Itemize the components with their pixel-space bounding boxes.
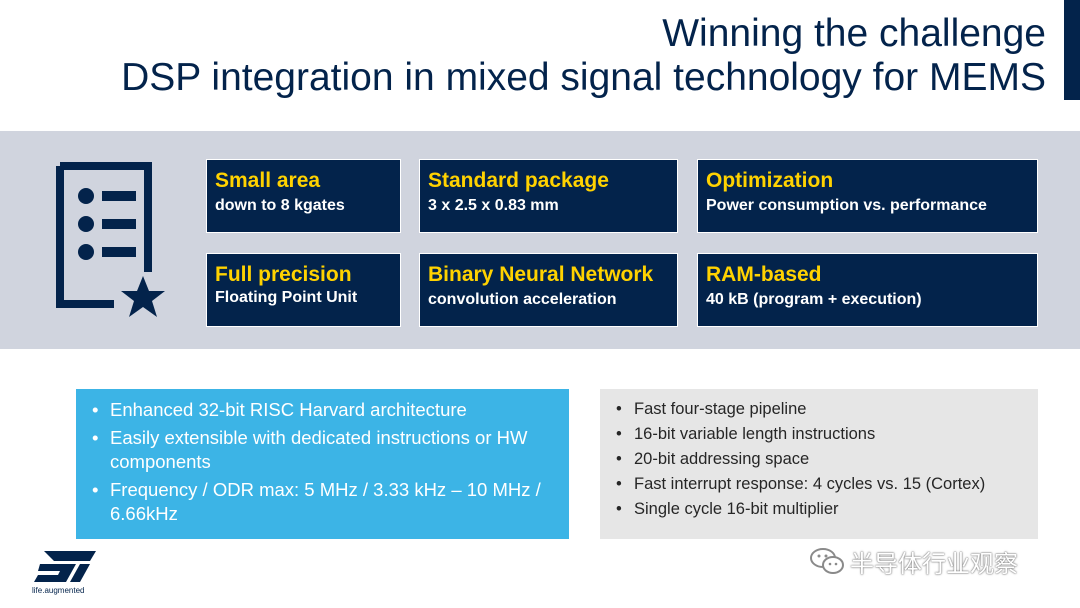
list-item: Fast four-stage pipeline [610,397,1028,422]
card-title: Small area [215,169,321,192]
card-title: Full precision [215,263,352,286]
architecture-list: Enhanced 32-bit RISC Harvard architectur… [86,398,559,526]
st-logo-text: ST [30,548,32,549]
card-subtitle: Floating Point Unit [215,289,358,306]
feature-card-full-precision: Full precision Floating Point Unit [206,253,401,327]
pipeline-list: Fast four-stage pipeline 16-bit variable… [610,397,1028,522]
watermark: 半导体行业观察 [810,543,1018,579]
document-checklist-star-icon [56,162,165,317]
slide-title: Winning the challenge DSP integration in… [121,12,1046,100]
list-item: Enhanced 32-bit RISC Harvard architectur… [86,398,559,422]
list-item: 16-bit variable length instructions [610,422,1028,447]
list-item: Frequency / ODR max: 5 MHz / 3.33 kHz – … [86,478,559,526]
feature-card-ram-based: RAM-based 40 kB (program + execution) [697,253,1038,327]
slide-title-line-1: Winning the challenge [662,12,1046,55]
feature-card-optimization: Optimization Power consumption vs. perfo… [697,159,1038,233]
title-accent-bar [1064,0,1080,100]
list-item: Single cycle 16-bit multiplier [610,497,1028,522]
list-item: Easily extensible with dedicated instruc… [86,426,559,474]
card-subtitle: 3 x 2.5 x 0.83 mm [428,197,559,214]
list-item: Fast interrupt response: 4 cycles vs. 15… [610,472,1028,497]
feature-card-standard-package: Standard package 3 x 2.5 x 0.83 mm [419,159,678,233]
card-subtitle: convolution acceleration [428,291,617,308]
pipeline-box: Fast four-stage pipeline 16-bit variable… [600,389,1038,539]
card-title: Optimization [706,169,834,192]
watermark-text: 半导体行业观察 [850,550,1018,578]
slide-title-line-2: DSP integration in mixed signal technolo… [121,56,1046,99]
feature-card-small-area: Small area down to 8 kgates [206,159,401,233]
card-title: Standard package [428,169,609,192]
card-subtitle: 40 kB (program + execution) [706,291,922,308]
architecture-box: Enhanced 32-bit RISC Harvard architectur… [76,389,569,539]
card-title: RAM-based [706,263,822,286]
list-item: 20-bit addressing space [610,447,1028,472]
card-title: Binary Neural Network [428,263,654,286]
wechat-icon [810,548,844,574]
card-subtitle: down to 8 kgates [215,197,345,214]
feature-card-binary-neural-network: Binary Neural Network convolution accele… [419,253,678,327]
brand-tagline: life.augmented [32,586,85,595]
card-subtitle: Power consumption vs. performance [706,197,987,214]
st-logo: ST [30,548,96,582]
